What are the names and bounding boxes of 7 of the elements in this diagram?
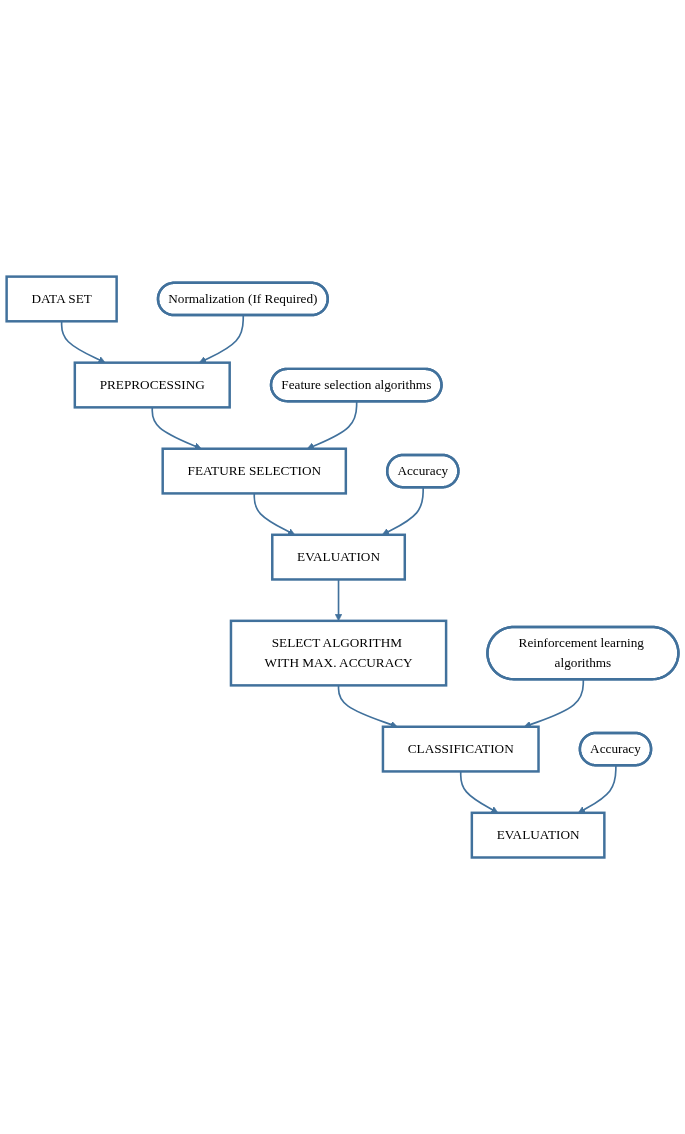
node-box: SELECT ALGORITHM WITH MAX. ACCURACY [229,619,448,687]
node-box: EVALUATION [470,811,606,859]
node-box: DATA SET [5,275,118,323]
node-box: CLASSIFICATION [381,725,540,773]
node-box: EVALUATION [271,533,406,581]
node-box: PREPROCESSING [73,361,231,409]
node-box: FEATURE SELECTION [161,447,348,495]
